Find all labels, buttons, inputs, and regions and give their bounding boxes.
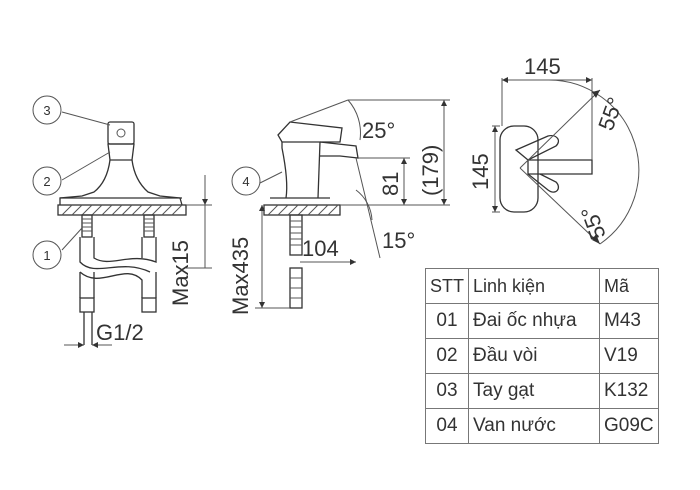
callout-3: 3 bbox=[32, 95, 62, 125]
table-row: 02 Đầu vòi V19 bbox=[425, 338, 659, 374]
dim-top-angle-upper: 55° bbox=[593, 94, 628, 134]
row-stt: 03 bbox=[425, 373, 469, 409]
dim-hose-length: Max435 bbox=[228, 237, 253, 315]
dim-top-width: 145 bbox=[524, 54, 561, 79]
row-stt: 01 bbox=[425, 303, 469, 339]
side-view bbox=[255, 99, 450, 309]
callout-label: 3 bbox=[43, 103, 50, 118]
header-code: Mã bbox=[599, 268, 659, 304]
header-stt: STT bbox=[425, 268, 469, 304]
parts-table: STT Linh kiện Mã 01 Đai ốc nhựa M43 02 Đ… bbox=[425, 268, 659, 444]
table-row: 01 Đai ốc nhựa M43 bbox=[425, 303, 659, 339]
row-name: Tay gạt bbox=[468, 373, 600, 409]
row-stt: 02 bbox=[425, 338, 469, 374]
callout-label: 2 bbox=[43, 174, 50, 189]
row-code: V19 bbox=[599, 338, 659, 374]
header-name: Linh kiện bbox=[468, 268, 600, 304]
row-stt: 04 bbox=[425, 408, 469, 444]
callout-4: 4 bbox=[231, 166, 261, 196]
front-view bbox=[57, 111, 212, 348]
row-name: Van nước bbox=[468, 408, 600, 444]
table-header-row: STT Linh kiện Mã bbox=[425, 268, 659, 304]
row-name: Đầu vòi bbox=[468, 338, 600, 374]
dim-spout-angle: 15° bbox=[382, 228, 415, 253]
dim-top-angle-lower: 55° bbox=[576, 203, 611, 243]
top-view bbox=[492, 77, 640, 245]
callout-label: 1 bbox=[43, 248, 50, 263]
row-code: G09C bbox=[599, 408, 659, 444]
callout-1: 1 bbox=[32, 240, 62, 270]
dim-handle-angle: 25° bbox=[362, 118, 395, 143]
table-row: 03 Tay gạt K132 bbox=[425, 373, 659, 409]
row-name: Đai ốc nhựa bbox=[468, 303, 600, 339]
row-code: K132 bbox=[599, 373, 659, 409]
dim-top-depth: 145 bbox=[468, 153, 493, 190]
table-row: 04 Van nước G09C bbox=[425, 408, 659, 444]
dim-reach: 104 bbox=[302, 236, 339, 261]
dim-thread: G1/2 bbox=[96, 320, 144, 345]
dim-total-height: (179) bbox=[418, 145, 443, 196]
row-code: M43 bbox=[599, 303, 659, 339]
dim-spout-height: 81 bbox=[378, 172, 403, 196]
dim-front-height: Max15 bbox=[168, 240, 193, 306]
callout-label: 4 bbox=[242, 174, 249, 189]
callout-2: 2 bbox=[32, 166, 62, 196]
